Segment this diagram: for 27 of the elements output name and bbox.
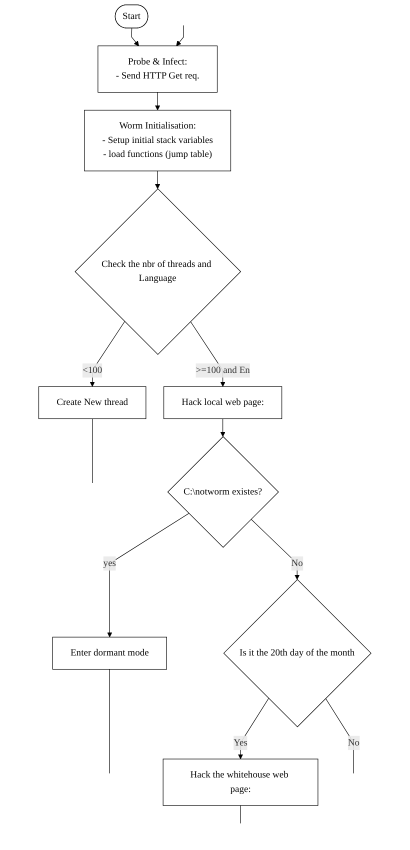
node-box: Probe & Infect: - Send HTTP Get req. [97,46,218,93]
edge-label: >=100 and En [196,365,250,376]
edge-label: yes [103,558,116,568]
connector [109,668,110,774]
node-box: Enter dormant mode [52,636,167,670]
arrow [154,92,160,110]
connector [325,698,354,774]
node-box: Create New thread [38,386,146,420]
node-diamond: Is it the 20th day of the month [223,579,372,728]
arrow [238,698,269,760]
node-box: Worm Initialisation: - Setup initial stack variables - load functions (jump table) [84,110,231,172]
arrow [250,518,300,580]
arrow [220,418,226,437]
arrow [176,25,184,46]
node-diamond: Check the nbr of threads and Language [74,188,241,355]
edge-label: <100 [82,365,102,376]
arrow [154,170,160,190]
node-box: Hack the whitehouse web page: [162,758,318,806]
edge-label: No [291,558,303,568]
arrow [131,28,139,46]
arrow [90,321,125,387]
node-box: Hack local web page: [163,386,282,420]
arrow [106,513,189,638]
edge-label: No [348,738,360,748]
connector [240,805,241,824]
edge-label: Yes [233,738,248,748]
node-diamond: C:\notworm existes? [167,436,279,548]
